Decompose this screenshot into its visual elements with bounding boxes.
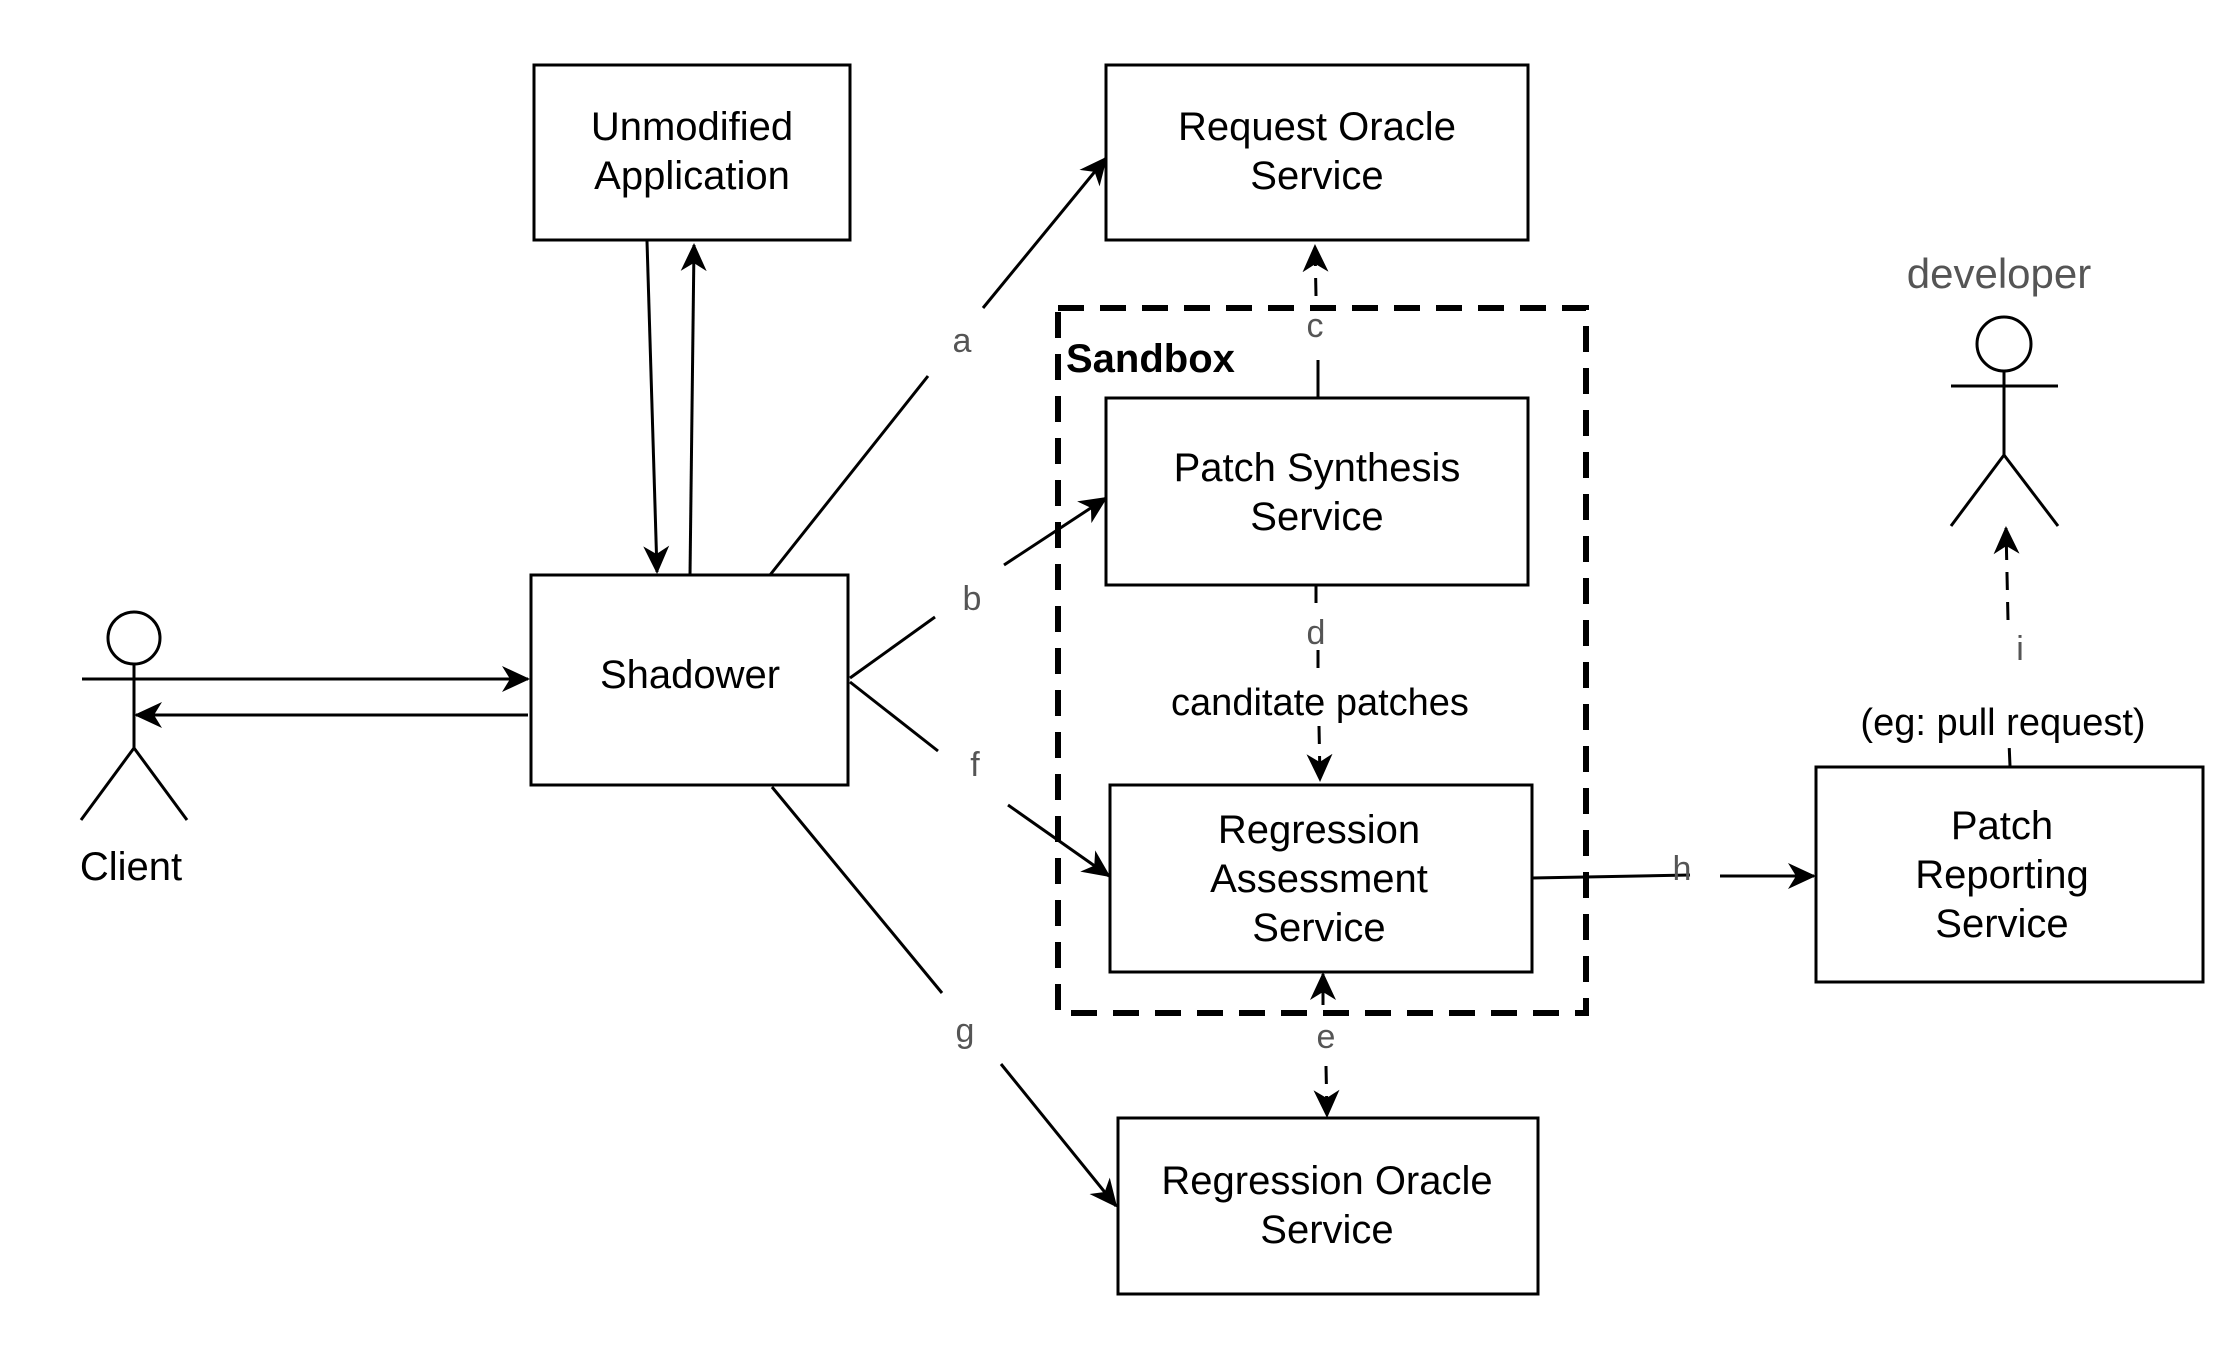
node-regression-assessment-service[interactable]: Regression Assessment Service	[1108, 783, 1534, 974]
edge-label-f: f	[970, 746, 980, 784]
edge-i-part2	[1993, 526, 2020, 621]
person-icon	[1949, 315, 2060, 527]
node-patch-reporting-line1: Patch	[1951, 804, 2053, 848]
edge-c-part2	[1302, 244, 1329, 297]
edge-label-d: d	[1307, 614, 1326, 652]
edge-label-h: h	[1673, 850, 1692, 888]
edge-a-part2	[981, 156, 1108, 309]
edge-label-e: e	[1317, 1018, 1336, 1056]
edge-label-c: c	[1307, 307, 1324, 345]
edge-app-to-shadower	[643, 240, 670, 574]
node-unmodified-application-line2: Application	[594, 154, 790, 198]
edge-i-part1	[2007, 741, 2012, 767]
pull-request-label: (eg: pull request)	[1860, 702, 2145, 744]
developer-label: developer	[1907, 250, 2091, 297]
node-shadower-label: Shadower	[600, 653, 780, 697]
sandbox-container: Sandbox	[1055, 305, 1589, 1016]
developer-actor: developer	[1907, 250, 2091, 527]
node-request-oracle-line1: Request Oracle	[1178, 105, 1456, 149]
edge-g-part1	[770, 786, 944, 994]
node-unmodified-application-line1: Unmodified	[591, 105, 793, 149]
node-request-oracle-service[interactable]: Request Oracle Service	[1104, 63, 1530, 242]
node-regression-oracle-line2: Service	[1260, 1208, 1393, 1252]
node-patch-reporting-line2: Reporting	[1915, 853, 2088, 897]
node-patch-synthesis-line2: Service	[1250, 495, 1383, 539]
node-unmodified-application[interactable]: Unmodified Application	[532, 63, 852, 242]
node-patch-synthesis-service[interactable]: Patch Synthesis Service	[1104, 396, 1530, 587]
node-regression-oracle-service[interactable]: Regression Oracle Service	[1116, 1116, 1540, 1296]
person-icon	[79, 610, 189, 821]
node-regression-assessment-line1: Regression	[1218, 808, 1420, 852]
candidate-patches-label: canditate patches	[1171, 682, 1469, 724]
edge-g-part2	[999, 1063, 1118, 1208]
edge-e-part2	[1313, 1065, 1340, 1118]
edge-d-part3	[1306, 725, 1333, 782]
edge-label-a: a	[953, 322, 972, 360]
node-regression-assessment-line2: Assessment	[1210, 857, 1428, 901]
node-shadower[interactable]: Shadower	[529, 573, 850, 787]
edge-shadower-to-app	[680, 243, 707, 577]
edge-f-part2	[1007, 803, 1111, 878]
edge-h-part1	[1531, 873, 1691, 880]
edge-b-part2	[1003, 496, 1108, 567]
edge-label-g: g	[956, 1012, 975, 1050]
node-patch-reporting-service[interactable]: Patch Reporting Service	[1814, 765, 2205, 984]
client-actor: Client	[79, 610, 189, 889]
node-regression-oracle-line1: Regression Oracle	[1161, 1159, 1492, 1203]
edge-label-b: b	[963, 580, 982, 618]
edge-b-part1	[849, 615, 936, 680]
sandbox-label: Sandbox	[1066, 337, 1235, 381]
node-patch-reporting-line3: Service	[1935, 902, 2068, 946]
client-label: Client	[80, 845, 182, 889]
node-regression-assessment-line3: Service	[1252, 906, 1385, 950]
edge-label-i: i	[2016, 630, 2024, 668]
edge-f-part1	[849, 680, 939, 753]
node-patch-synthesis-line1: Patch Synthesis	[1174, 446, 1461, 490]
edge-a-part1	[768, 375, 930, 576]
node-request-oracle-line2: Service	[1250, 154, 1383, 198]
